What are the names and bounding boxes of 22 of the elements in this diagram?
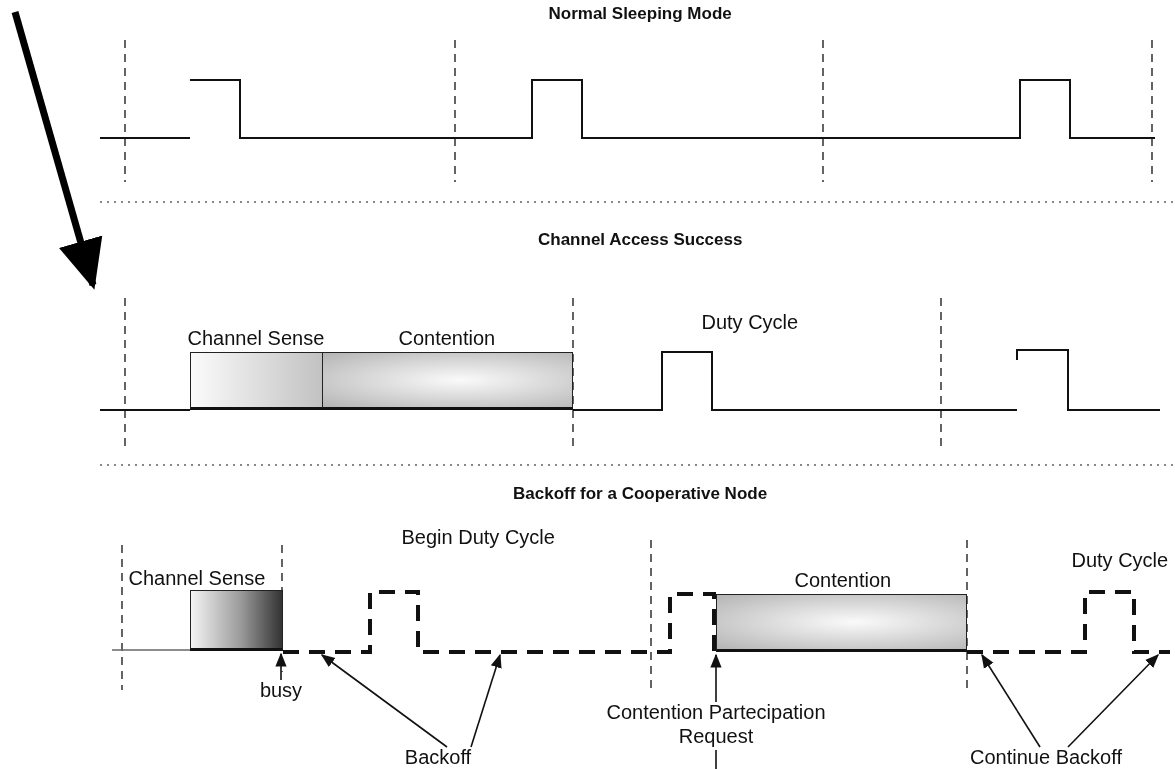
timing-label: Duty Cycle (701, 310, 799, 334)
annotation-text: Continue Backoff (955, 745, 1137, 769)
section-title: Channel Access Success (538, 229, 743, 251)
section-title: Normal Sleeping Mode (548, 3, 732, 25)
annotation-text: Backoff (392, 745, 484, 769)
dashed-waveform (283, 590, 716, 654)
dashed-waveform (967, 590, 1170, 654)
bar-label: Contention (794, 568, 892, 592)
timing-label: Begin Duty Cycle (401, 525, 555, 549)
section-title: Backoff for a Cooperative Node (513, 483, 768, 505)
annotation-text: Contention Partecipation Request (588, 700, 844, 748)
leader-arrow (710, 653, 722, 769)
bar-label: Channel Sense (128, 566, 266, 590)
leader-arrow (320, 654, 448, 748)
bar-label: Channel Sense (187, 326, 325, 350)
leader-arrow (470, 653, 502, 748)
leader-arrow (275, 652, 287, 681)
timing-label: Duty Cycle (1071, 548, 1169, 572)
bar-label: Contention (398, 326, 496, 350)
annotation-text: busy (256, 678, 306, 702)
leader-arrow (981, 653, 1041, 748)
leader-arrow (1067, 654, 1159, 748)
